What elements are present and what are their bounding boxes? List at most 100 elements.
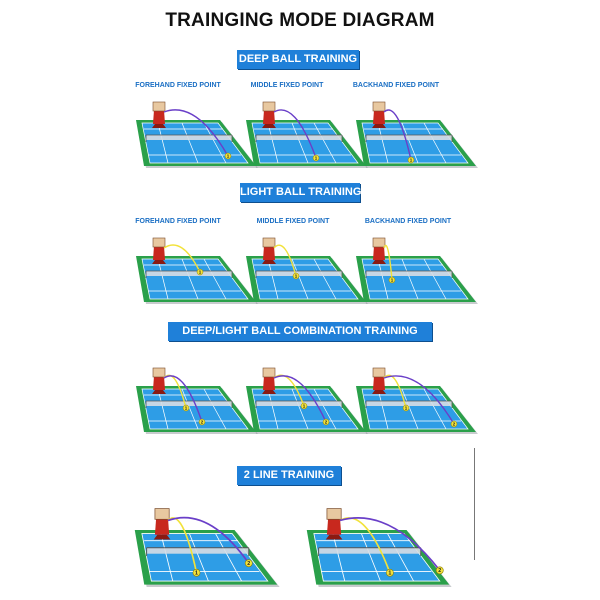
ball-trajectory: [273, 109, 317, 159]
court-surface: [313, 533, 440, 582]
banner-deep-ball-training: DEEP BALL TRAINING: [237, 50, 359, 69]
court-lines: [313, 533, 441, 582]
landing-marker: 1: [386, 568, 394, 577]
banner-2-line-training: 2 LINE TRAINING: [237, 466, 341, 485]
ball-trajectory: [339, 517, 441, 571]
court-lines: [251, 122, 359, 164]
label-middle-fixed-point: MIDDLE FIXED POINT: [256, 218, 330, 225]
ball-machine-icon: [372, 237, 386, 264]
court-diagram: 12: [134, 508, 280, 587]
landing-marker-number: 1: [295, 274, 298, 279]
landing-marker: 2: [435, 566, 444, 574]
landing-marker-number: 1: [315, 156, 318, 161]
ball-machine-icon: [152, 101, 166, 128]
landing-marker-number: 2: [325, 420, 328, 425]
court-lines: [141, 258, 249, 300]
label-forehand-fixed-point: FOREHAND FIXED POINT: [135, 218, 221, 225]
court-net: [146, 547, 250, 557]
ball-machine-icon: [262, 367, 276, 394]
banner-deep-light-ball-combination-training: DEEP/LIGHT BALL COMBINATION TRAINING: [168, 322, 432, 341]
court-surface: [142, 389, 248, 429]
landing-marker-number: 1: [410, 158, 413, 163]
landing-marker-number: 1: [195, 571, 198, 577]
court-diagram: 1: [356, 237, 478, 304]
court-diagram: 1: [246, 101, 368, 168]
ball-machine-icon: [372, 367, 386, 394]
landing-marker: 2: [322, 418, 330, 426]
court-surface: [141, 533, 268, 582]
landing-marker-number: 1: [391, 278, 394, 283]
ball-machine-icon: [262, 237, 276, 264]
court-surface: [252, 123, 358, 163]
ball-machine-icon: [262, 101, 276, 128]
ball-trajectory: [163, 375, 203, 423]
court-lines: [361, 122, 469, 164]
landing-marker: 1: [196, 268, 204, 276]
court-lines: [251, 388, 359, 430]
label-backhand-fixed-point: BACKHAND FIXED POINT: [364, 218, 452, 225]
court-net: [255, 270, 343, 278]
ball-trajectory: [167, 517, 198, 573]
landing-marker-number: 2: [438, 568, 441, 574]
court-lines: [361, 388, 469, 430]
landing-marker-number: 1: [405, 406, 408, 411]
landing-marker: 1: [402, 404, 410, 412]
court-lines: [141, 388, 249, 430]
landing-marker: 1: [388, 276, 396, 284]
ball-trajectory: [383, 244, 393, 281]
ball-trajectory: [383, 374, 407, 409]
court-net: [255, 134, 343, 142]
landing-marker: 1: [182, 404, 190, 412]
label-backhand-fixed-point: BACKHAND FIXED POINT: [352, 82, 440, 89]
court-diagram: 12: [246, 367, 368, 434]
court-lines: [361, 258, 469, 300]
landing-marker-number: 2: [201, 420, 204, 425]
court-net: [145, 270, 233, 278]
court-surface: [362, 389, 468, 429]
ball-trajectory: [383, 375, 455, 425]
landing-marker: 1: [407, 156, 415, 164]
label-forehand-fixed-point: FOREHAND FIXED POINT: [135, 82, 221, 89]
ball-trajectory: [163, 109, 229, 157]
landing-marker: 1: [300, 402, 308, 410]
landing-marker-number: 2: [247, 561, 250, 567]
ball-trajectory: [167, 516, 250, 564]
ball-machine-icon: [152, 237, 166, 264]
court-surface: [252, 259, 358, 299]
court-net: [365, 134, 453, 142]
court-diagram: 1: [136, 101, 258, 168]
court-net: [365, 270, 453, 278]
court-diagram: 12: [356, 367, 478, 434]
court-net: [318, 547, 422, 557]
landing-marker-number: 1: [303, 404, 306, 409]
landing-marker-number: 1: [388, 571, 391, 577]
court-net: [145, 400, 233, 408]
landing-marker-number: 2: [453, 422, 456, 427]
court-lines: [251, 258, 359, 300]
divider-line: [474, 448, 475, 560]
banner-light-ball-training: LIGHT BALL TRAINING: [240, 183, 361, 202]
label-middle-fixed-point: MIDDLE FIXED POINT: [250, 82, 324, 89]
ball-trajectory: [273, 375, 327, 423]
court-diagram: 1: [136, 237, 258, 304]
landing-marker: 1: [312, 154, 320, 162]
court-diagram: 1: [356, 101, 478, 168]
court-net: [145, 134, 233, 142]
court-surface: [362, 123, 468, 163]
court-diagram: 1: [246, 237, 368, 304]
landing-marker: 2: [450, 420, 458, 428]
ball-machine-icon: [325, 508, 343, 540]
ball-machine-icon: [153, 508, 171, 540]
landing-marker-number: 1: [199, 270, 202, 275]
ball-machine-icon: [372, 101, 386, 128]
landing-marker: 1: [224, 152, 232, 160]
landing-marker-number: 1: [227, 154, 230, 159]
landing-marker-number: 1: [185, 406, 188, 411]
ball-machine-icon: [152, 367, 166, 394]
court-diagram: 12: [136, 367, 258, 434]
landing-marker: 2: [198, 418, 206, 426]
page-title: TRAINGING MODE DIAGRAM: [165, 10, 435, 31]
ball-trajectory: [163, 244, 201, 273]
court-surface: [142, 123, 248, 163]
